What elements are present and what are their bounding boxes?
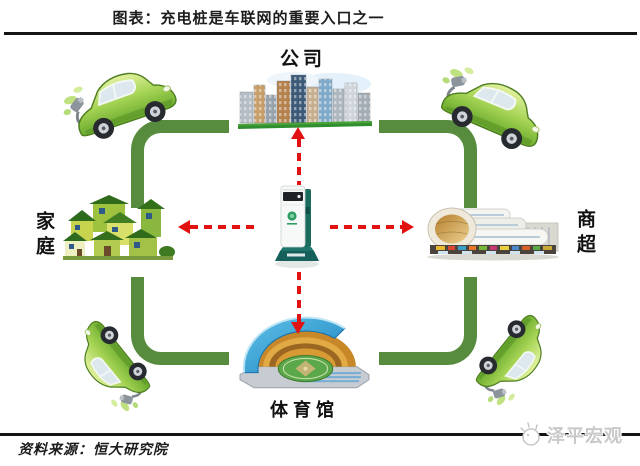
ring-bottom-right-bracket [379,277,477,365]
stadium-icon [239,316,370,389]
footer-divider [0,433,640,436]
stadium-label: 体育馆 [270,400,339,420]
arrow-down-line [297,272,301,322]
ring-bottom-left-bracket [131,277,229,365]
arrow-up-head-icon [291,127,305,139]
mall-label: 商超 [574,209,595,259]
watermark-text: 泽平宏观 [547,426,623,446]
home-label: 家庭 [33,211,54,261]
ring-top-right-bracket [379,120,477,208]
shopping-mall-icon [427,207,559,261]
arrow-right-head-icon [402,220,414,234]
electric-car-icon [63,72,177,139]
source-text: 资料来源：恒大研究院 [18,443,168,458]
arrow-left-line [190,225,258,229]
ring-top-left-bracket [131,120,229,208]
title-underline [4,32,637,35]
arrow-down-head-icon [291,322,305,334]
city-buildings-icon [238,72,372,129]
arrow-left-head-icon [178,220,190,234]
village-houses-icon [63,195,175,260]
page-title: 图表：充电桩是车联网的重要入口之一 [112,11,385,27]
watermark-logo-icon [520,422,540,446]
company-label: 公司 [279,49,326,70]
arrow-up-line [297,139,301,185]
charging-pile-icon [275,185,319,268]
arrow-right-line [330,225,402,229]
